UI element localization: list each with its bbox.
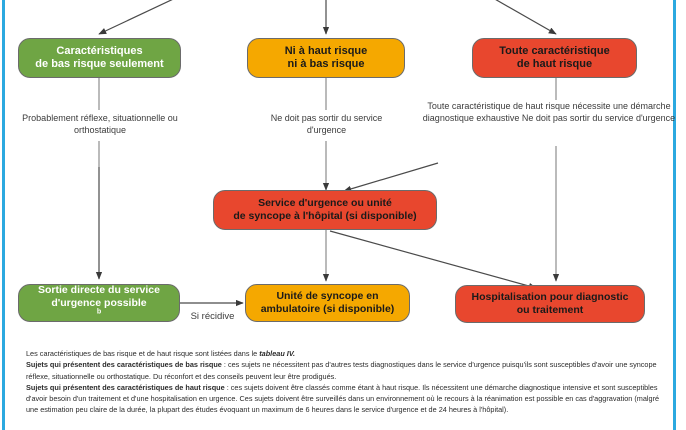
node-hospital-line2: ou traitement bbox=[516, 304, 584, 316]
footnote-high-risk: Sujets qui présentent des caractéristiqu… bbox=[26, 382, 664, 416]
edge-label-left: Probablement réflexe, situationnelle ou … bbox=[10, 113, 190, 137]
footnote-tableau-ref: tableau IV. bbox=[259, 349, 296, 358]
footnote-high-risk-label: Sujets qui présentent des caractéristiqu… bbox=[26, 382, 225, 392]
edge-label-right: Toute caractéristique de haut risque néc… bbox=[416, 101, 682, 125]
node-neither-line2: ni à bas risque bbox=[287, 58, 365, 70]
edge-label-left-line2: situationnelle ou orthostatique bbox=[73, 113, 178, 135]
node-discharge-line2: d'urgence possible bbox=[51, 296, 147, 309]
edge-label-recurrence: Si récidive bbox=[180, 311, 245, 324]
node-ed-unit-line1: Service d'urgence ou unité bbox=[258, 197, 392, 210]
node-ambulatory-line1: Unité de syncope en bbox=[276, 290, 379, 303]
node-hospital-line1: Hospitalisation pour diagnostic bbox=[471, 291, 629, 304]
edge-label-right-line2: une démarche diagnostique exhaustive bbox=[422, 101, 671, 123]
left-blue-rail bbox=[2, 0, 5, 430]
footnote-tableau-pre: Les caractéristiques de bas risque et de… bbox=[26, 349, 260, 358]
edge-label-right-line3: Ne doit pas sortir du service d'urgence bbox=[521, 112, 676, 123]
edge-label-recurrence-text: Si récidive bbox=[190, 311, 235, 322]
node-direct-discharge[interactable]: Sortie directe du service d'urgence poss… bbox=[18, 284, 180, 322]
node-outpatient-syncope-unit[interactable]: Unité de syncope en ambulatoire (si disp… bbox=[245, 284, 410, 322]
node-discharge-footnote-marker: b bbox=[96, 307, 102, 316]
footnotes-block: Les caractéristiques de bas risque et de… bbox=[26, 348, 664, 416]
node-high-risk-line1: Toute caractéristique bbox=[499, 44, 610, 57]
node-neither-line1: Ni à haut risque bbox=[284, 44, 368, 57]
node-ed-unit-line2: de syncope à l'hôpital (si disponible) bbox=[233, 210, 417, 222]
node-neither-high-nor-low[interactable]: Ni à haut risque ni à bas risque bbox=[247, 38, 405, 78]
edge-label-middle-line1: Ne doit pas sortir bbox=[270, 113, 339, 123]
node-low-risk-line2: de bas risque seulement bbox=[35, 58, 164, 70]
edge-label-right-line1: Toute caractéristique de haut risque néc… bbox=[427, 101, 611, 111]
edge-label-middle-line2: du service d'urgence bbox=[306, 113, 383, 135]
edge-label-left-line1: Probablement réflexe, bbox=[22, 113, 111, 123]
node-low-risk-characteristics[interactable]: Caractéristiques de bas risque seulement bbox=[18, 38, 181, 78]
footnote-high-risk-text: : ces sujets doivent être classés comme … bbox=[26, 382, 660, 415]
footnote-low-risk-text: : ces sujets ne nécessitent pas d'autres… bbox=[26, 360, 657, 381]
footnote-tableau: Les caractéristiques de bas risque et de… bbox=[26, 348, 664, 359]
node-hospitalisation[interactable]: Hospitalisation pour diagnostic ou trait… bbox=[455, 285, 645, 323]
node-high-risk-characteristic[interactable]: Toute caractéristique de haut risque bbox=[472, 38, 637, 78]
node-emergency-department-syncope-unit[interactable]: Service d'urgence ou unité de syncope à … bbox=[213, 190, 437, 230]
edge-label-middle: Ne doit pas sortir du service d'urgence bbox=[255, 113, 398, 137]
node-high-risk-line2: de haut risque bbox=[516, 58, 593, 70]
footnote-low-risk-label: Sujets qui présentent des caractéristiqu… bbox=[26, 360, 222, 370]
node-discharge-line1: Sortie directe du service bbox=[38, 283, 160, 296]
node-ambulatory-line2: ambulatoire (si disponible) bbox=[260, 303, 395, 315]
footnote-low-risk: Sujets qui présentent des caractéristiqu… bbox=[26, 359, 664, 382]
right-blue-rail bbox=[673, 0, 676, 430]
node-low-risk-line1: Caractéristiques bbox=[56, 44, 143, 57]
